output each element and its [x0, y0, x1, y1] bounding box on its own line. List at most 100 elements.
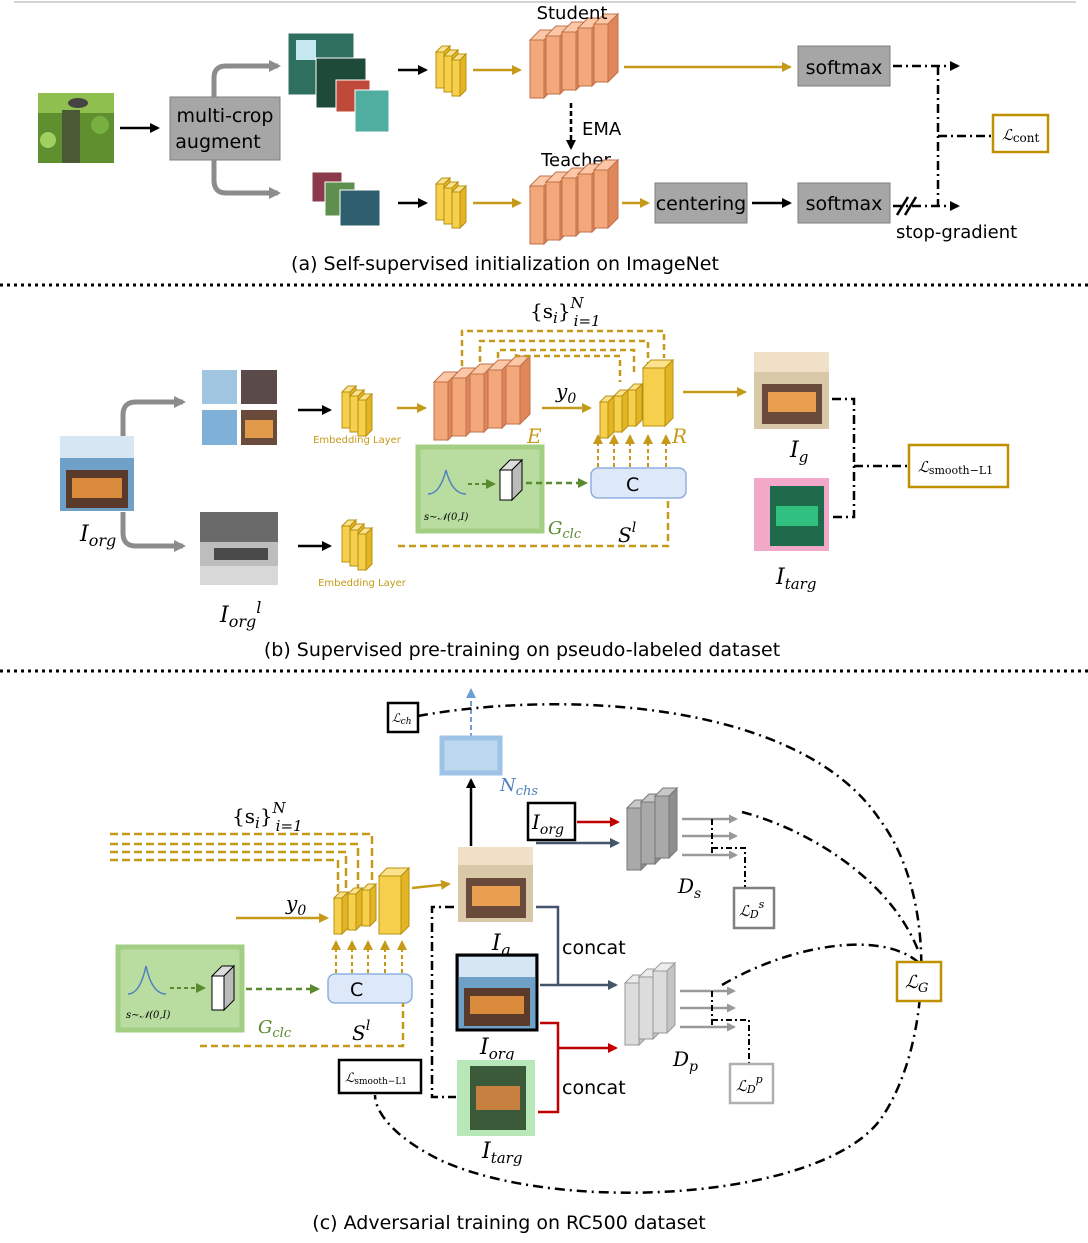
loss-g-dashdot-ds [741, 810, 920, 951]
concat-label-2: concat [562, 1077, 626, 1099]
recon-label: R [671, 424, 687, 448]
i-org-l-image [200, 512, 278, 585]
i-g-image-c [458, 847, 533, 922]
concat-label-1: concat [562, 937, 626, 959]
caption-b: (b) Supervised pre-training on pseudo-la… [264, 639, 780, 661]
arrow-augment-student [211, 60, 281, 97]
softmax-student-box [797, 45, 891, 87]
sl-label-b: Sl [618, 520, 636, 547]
centering-box [654, 182, 748, 224]
noise-label-c: s∼𝒩(0,I) [126, 1010, 170, 1021]
augment-label-1: multi-crop [177, 105, 274, 127]
i-g-label-b: Ig [789, 438, 808, 466]
teacher-network [529, 159, 619, 245]
stop-gradient-label: stop-gradient [896, 222, 1017, 243]
dp-loss-lines [711, 991, 750, 1064]
softmax-teacher-box [797, 182, 891, 224]
student-embedding-block [435, 45, 467, 97]
c-block-b [590, 467, 687, 499]
i-g-image-b [754, 352, 829, 429]
concat-line-ig [536, 905, 618, 990]
gaussian-curve-b [427, 469, 467, 495]
ds-outputs [682, 814, 738, 860]
panel-a: multi-crop augment Student [38, 3, 1050, 275]
ema-label: EMA [582, 119, 622, 140]
dashed-embed-c-b [398, 498, 670, 548]
loss-ds-box [732, 886, 776, 930]
embedding-layer-bottom-label: Embedding Layer [318, 578, 407, 589]
dp-label: Dp [672, 1047, 698, 1075]
input-bird-image [38, 93, 114, 163]
panel-b: Iorg Iorgl Embedding Layer [60, 294, 1010, 661]
gclc-label-c: Gclc [258, 1017, 292, 1041]
y0-label-b: y0 [555, 379, 576, 407]
gaussian-curve-c [127, 965, 167, 995]
dashed-bottom-c [200, 1003, 405, 1048]
multi-crop-augment-box [169, 96, 281, 161]
loss-smooth-label-b: ℒsmooth−L1 [918, 458, 993, 477]
loss-cont-box [991, 113, 1050, 154]
arrow-decoder-ig-c [411, 879, 451, 890]
student-crops [287, 32, 390, 133]
student-label: Student [537, 3, 608, 24]
noise-label-b: s∼𝒩(0,I) [424, 512, 468, 523]
i-org-box-c [526, 801, 577, 842]
smooth-loss-lines-c [430, 905, 456, 1099]
concat-line-targ [538, 1021, 560, 1114]
i-targ-label-b: Itarg [775, 565, 816, 593]
loss-ds-label: ℒDs [739, 898, 765, 921]
c-block-c [327, 973, 413, 1004]
decoder-r [599, 358, 675, 439]
style-set-lines-c [110, 832, 374, 896]
n-chs-label: Nchs [499, 775, 538, 799]
encoder-label: E [526, 424, 542, 448]
c-label-b: C [626, 474, 639, 496]
caption-c: (c) Adversarial training on RC500 datase… [312, 1212, 705, 1234]
ds-label: Ds [677, 874, 701, 902]
centering-label: centering [656, 193, 747, 215]
loss-g-label: ℒG [905, 972, 928, 996]
i-org-image-c [455, 953, 539, 1032]
mlp-block-b [498, 458, 524, 502]
teacher-crops [311, 171, 381, 227]
i-targ-label-c: Itarg [481, 1139, 522, 1167]
i-org-l-label: Iorgl [219, 598, 261, 631]
stop-gradient-mark [895, 196, 918, 216]
image-patches [202, 370, 277, 445]
decoder-c [333, 866, 411, 936]
ds-loss-lines [711, 819, 746, 888]
i-targ-image-c [457, 1060, 535, 1136]
loss-g-dashdot-dp [721, 943, 919, 987]
augment-label-2: augment [175, 131, 260, 153]
c-label-c: C [350, 979, 363, 1001]
embedding-layer-top [341, 385, 373, 437]
embedding-layer-bottom [341, 519, 373, 571]
teacher-embedding-block [435, 177, 467, 229]
arrow-iorg-gray [120, 512, 186, 552]
softmax-teacher-label: softmax [806, 193, 883, 215]
loss-dp-label: ℒDp [736, 1073, 763, 1096]
sl-label-c: Sl [352, 1018, 370, 1045]
loss-smooth-box-b [907, 443, 1010, 489]
loss-g-box [895, 960, 943, 1003]
dp-outputs [680, 986, 736, 1032]
embedding-layer-top-label: Embedding Layer [313, 435, 402, 446]
i-g-label-c: Ig [491, 931, 510, 959]
i-org-label-b: Iorg [79, 522, 116, 550]
skip-connections [460, 329, 666, 382]
gclc-label-b: Gclc [548, 518, 582, 542]
caption-a: (a) Self-supervised initialization on Im… [291, 253, 719, 275]
loss-cont-label: ℒcont [1002, 126, 1039, 145]
discriminator-dp [624, 962, 676, 1046]
arrow-augment-teacher [211, 160, 281, 199]
c-up-arrows-c [331, 940, 407, 973]
loss-ch-label: ℒch [392, 711, 412, 727]
loss-dp-box [728, 1062, 775, 1105]
i-targ-image-b [754, 478, 829, 551]
loss-smooth-label-c: ℒsmooth−L1 [345, 1071, 407, 1087]
c-up-arrows-b [593, 434, 671, 467]
